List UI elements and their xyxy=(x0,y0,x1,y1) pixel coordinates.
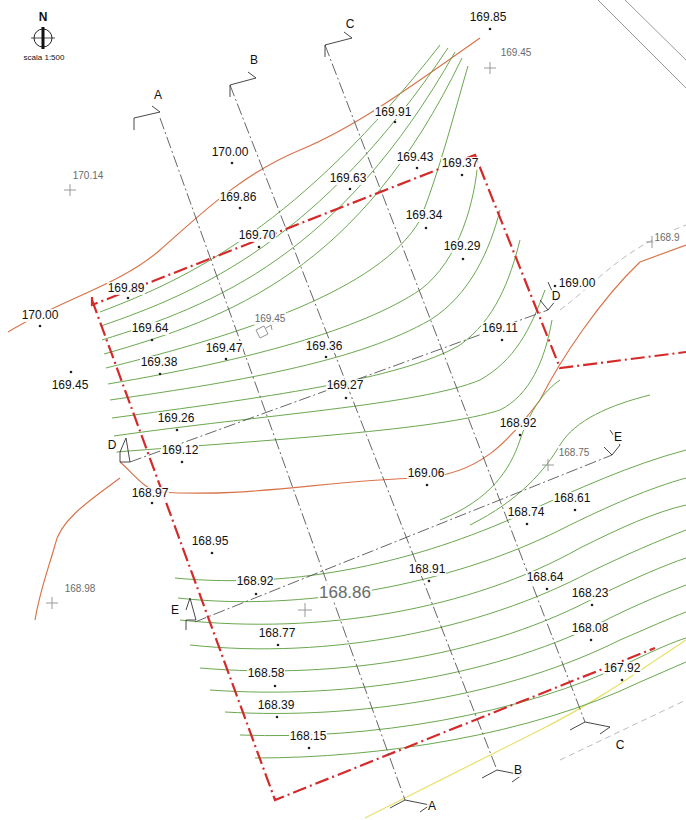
elevation-label: 169.38 xyxy=(140,356,179,369)
section-letter: scala 1:500 xyxy=(23,53,66,62)
elevation-label: 168.91 xyxy=(408,563,447,576)
survey-point xyxy=(462,258,465,261)
section-letter: B xyxy=(249,54,259,67)
elevation-label: 168.75 xyxy=(558,446,591,459)
section-letter: C xyxy=(345,18,356,31)
survey-point xyxy=(426,484,429,487)
elevation-label: 169.37 xyxy=(441,157,480,170)
survey-point xyxy=(308,747,311,750)
survey-point xyxy=(345,397,348,400)
elevation-label: 168.64 xyxy=(526,571,565,584)
elevation-label: 168.77 xyxy=(258,627,297,640)
elevation-label: 169.70 xyxy=(238,229,277,242)
elevation-label: 169.11 xyxy=(481,322,519,335)
elevation-label: 168.15 xyxy=(289,730,328,743)
survey-point xyxy=(349,188,352,191)
survey-point xyxy=(231,162,234,165)
elevation-label: 168.86 xyxy=(318,584,372,602)
survey-point xyxy=(127,297,130,300)
elevation-label: 169.45 xyxy=(254,312,287,325)
section-letter: B xyxy=(513,764,523,777)
section-letter: A xyxy=(427,800,437,813)
elevation-label: 169.86 xyxy=(219,191,258,204)
section-letter: E xyxy=(170,604,180,617)
elevation-label: 168.95 xyxy=(191,535,230,548)
elevation-label: 168.9 xyxy=(653,231,680,244)
elevation-label: 169.36 xyxy=(305,340,344,353)
section-letter: C xyxy=(615,739,626,752)
elevation-label: 168.08 xyxy=(571,622,610,635)
survey-point xyxy=(325,356,328,359)
survey-point xyxy=(276,716,279,719)
elevation-label: 169.64 xyxy=(131,322,170,335)
elevation-label: 169.47 xyxy=(205,342,244,355)
elevation-label: 169.34 xyxy=(405,209,444,222)
survey-point xyxy=(151,339,154,342)
survey-point xyxy=(70,371,73,374)
elevation-label: 169.45 xyxy=(51,379,90,392)
survey-point xyxy=(621,679,624,682)
survey-point xyxy=(590,639,593,642)
survey-point xyxy=(39,325,42,328)
survey-point xyxy=(258,246,261,249)
elevation-label: 168.61 xyxy=(553,492,592,505)
survey-point xyxy=(394,121,397,124)
elevation-label: 169.89 xyxy=(107,282,146,295)
survey-point xyxy=(181,461,184,464)
survey-point xyxy=(416,167,419,170)
survey-point xyxy=(554,285,557,288)
survey-point xyxy=(225,358,228,361)
elevation-label: 169.43 xyxy=(396,151,435,164)
elevation-label: 168.58 xyxy=(247,667,286,680)
elevation-label: 168.97 xyxy=(131,487,170,500)
survey-point xyxy=(425,227,428,230)
elevation-label: 169.27 xyxy=(326,379,365,392)
survey-point xyxy=(489,28,492,31)
elevation-label: 168.39 xyxy=(257,699,296,712)
elevation-label: 169.63 xyxy=(329,172,368,185)
elevation-label: 169.85 xyxy=(469,11,508,24)
elevation-label: 168.98 xyxy=(64,582,97,595)
elevation-label: 168.23 xyxy=(571,587,610,600)
elevation-label: 169.45 xyxy=(500,46,533,59)
survey-point xyxy=(151,502,154,505)
section-letter: E xyxy=(613,431,623,444)
elevation-label: 167.92 xyxy=(603,662,642,675)
survey-point xyxy=(211,552,214,555)
section-letter: D xyxy=(551,290,562,303)
elevation-label: 169.12 xyxy=(161,444,200,457)
elevation-label: 168.74 xyxy=(507,506,546,519)
elevation-label: 170.00 xyxy=(211,146,250,159)
survey-point xyxy=(428,580,431,583)
elevation-label: 169.91 xyxy=(374,106,413,119)
survey-point xyxy=(239,207,242,210)
elevation-label: 169.26 xyxy=(157,412,196,425)
survey-point xyxy=(519,434,522,437)
survey-point xyxy=(176,429,179,432)
survey-point xyxy=(501,339,504,342)
survey-point xyxy=(255,593,258,596)
survey-point xyxy=(546,588,549,591)
section-letter: A xyxy=(153,89,163,102)
section-letter: D xyxy=(107,439,118,452)
survey-point xyxy=(591,604,594,607)
survey-point xyxy=(461,174,464,177)
survey-point xyxy=(274,685,277,688)
elevation-label: 170.14 xyxy=(72,169,105,182)
elevation-label: 169.00 xyxy=(558,277,597,290)
survey-point xyxy=(526,523,529,526)
survey-point xyxy=(277,644,280,647)
elevation-label: 168.92 xyxy=(499,417,538,430)
survey-point xyxy=(574,509,577,512)
section-letter: N xyxy=(38,11,49,24)
elevation-label: 169.29 xyxy=(443,240,482,253)
survey-point xyxy=(159,373,162,376)
elevation-label: 170.00 xyxy=(21,309,60,322)
elevation-label: 169.06 xyxy=(407,467,446,480)
elevation-label: 168.92 xyxy=(236,575,275,588)
